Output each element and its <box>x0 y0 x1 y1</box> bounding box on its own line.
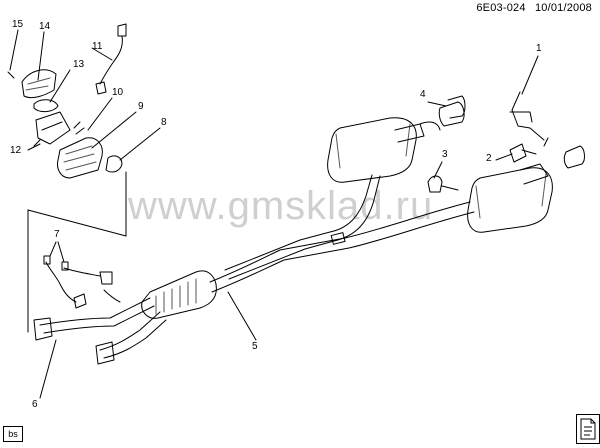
main-pipe-branch-upper <box>224 174 373 271</box>
front-catalytic-converter <box>141 270 217 319</box>
front-pipe-right-inner <box>103 319 167 359</box>
callout-7: 7 <box>54 229 60 240</box>
callout-10: 10 <box>112 87 124 98</box>
tip-4 <box>447 95 466 119</box>
oxygen-sensors-group <box>43 255 121 309</box>
callout-5: 5 <box>252 341 258 352</box>
front-flange-right <box>95 341 115 365</box>
front-pipe-left <box>39 297 151 326</box>
callout-3: 3 <box>442 149 448 160</box>
front-flange-left <box>33 317 53 341</box>
callout-11: 11 <box>92 41 103 52</box>
front-pipe-right <box>99 311 161 351</box>
diagram-header: 6E03-024 10/01/2008 <box>470 2 592 14</box>
hanger-2 <box>509 143 537 163</box>
document-icon <box>576 414 600 444</box>
callout-13: 13 <box>73 59 85 70</box>
diagram-code: 6E03-024 <box>476 2 526 14</box>
muffler-right <box>467 145 585 233</box>
hanger-bracket-1 <box>509 91 549 147</box>
callout-15: 15 <box>12 19 24 30</box>
callout-12: 12 <box>10 145 22 156</box>
pipe-clamp <box>330 232 346 245</box>
tailpipe-left-tip <box>438 101 465 127</box>
exhaust-pipe-assembly <box>33 174 475 365</box>
callout-14: 14 <box>39 21 51 32</box>
callout-1: 1 <box>536 43 542 54</box>
group-bracket-lines <box>27 171 127 333</box>
insulator-3 <box>427 175 459 193</box>
main-pipe-upper <box>209 201 471 283</box>
callout-6: 6 <box>32 399 38 410</box>
muffler-left <box>327 101 465 183</box>
callout-leaders <box>9 29 539 399</box>
diagram-date: 10/01/2008 <box>534 2 592 14</box>
bs-tag: bs <box>3 426 23 442</box>
watermark-text: www.gmsklad.ru <box>128 184 434 228</box>
callout-2: 2 <box>486 153 492 164</box>
manifold-converter-group <box>7 23 127 179</box>
callout-9: 9 <box>138 101 144 112</box>
tailpipe-right-tip <box>563 145 585 169</box>
callout-4: 4 <box>420 89 426 100</box>
callout-8: 8 <box>161 117 167 128</box>
main-pipe-branch-lower <box>228 175 381 280</box>
main-pipe-lower <box>211 211 475 293</box>
front-pipe-left-inner <box>43 305 155 334</box>
